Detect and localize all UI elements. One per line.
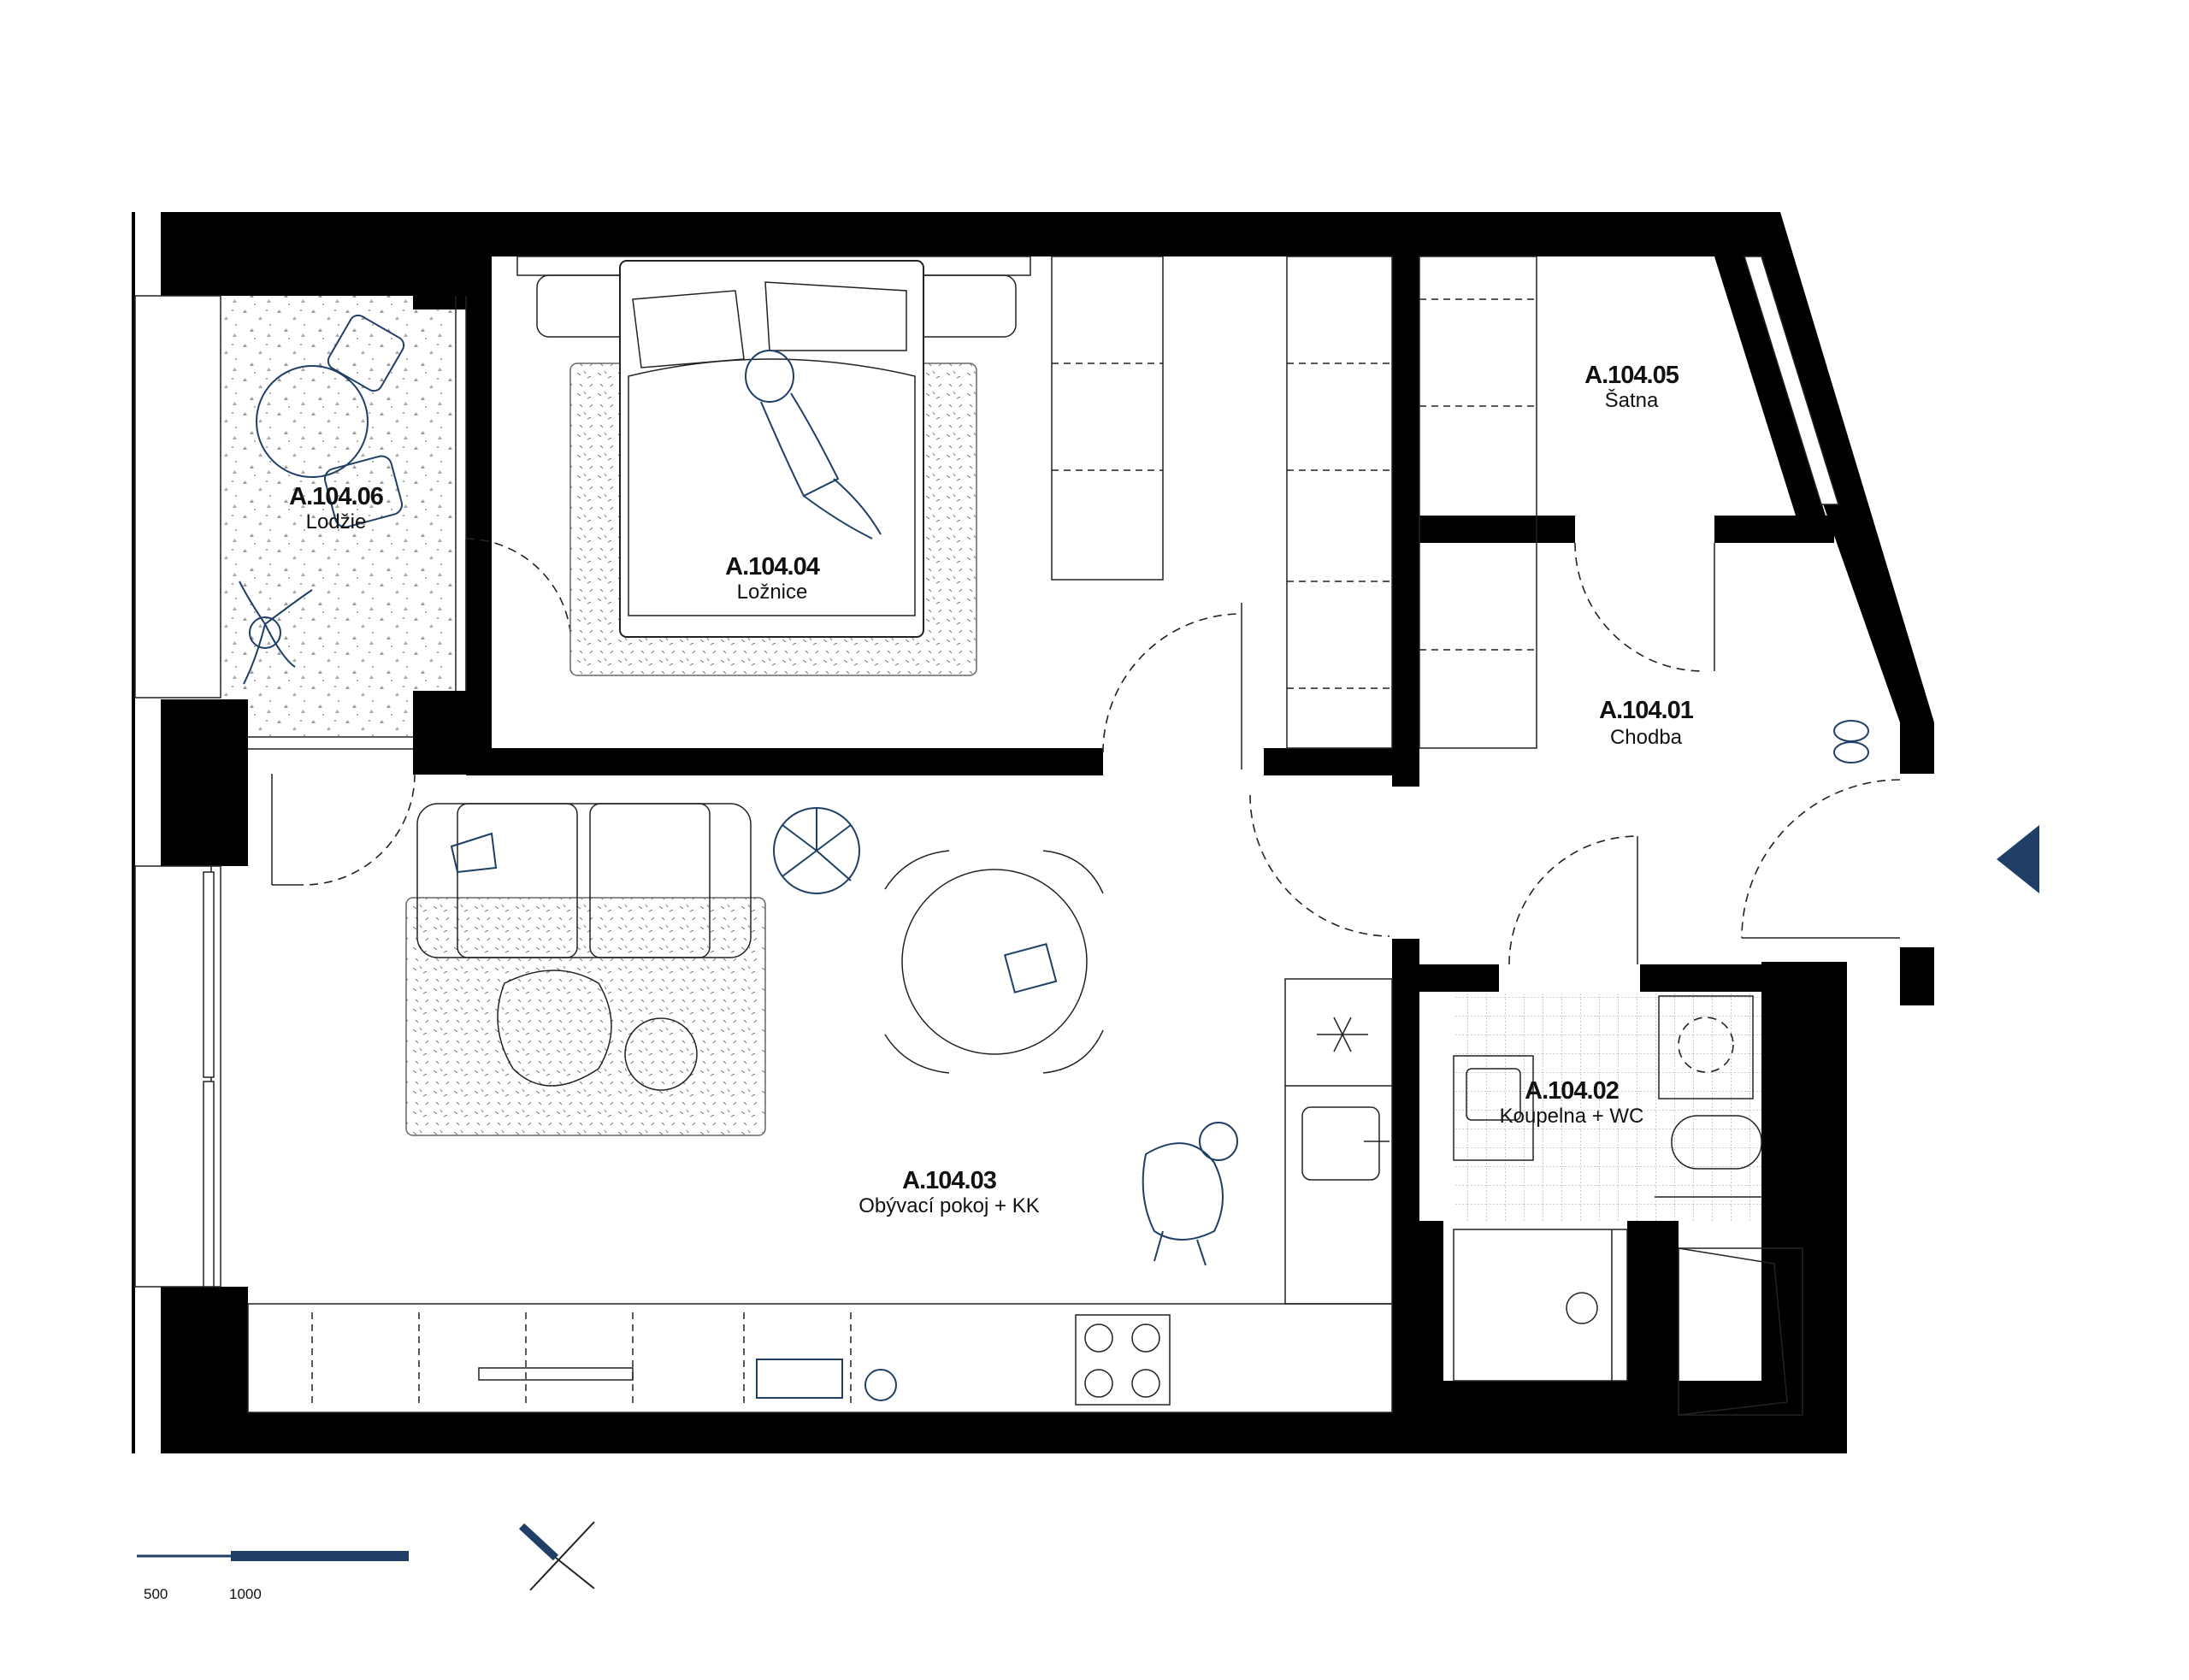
triangle-pointer-icon bbox=[1997, 825, 2039, 893]
person-sleeping-icon bbox=[745, 350, 882, 539]
room-code-wardrobe: A.104.05 bbox=[1584, 362, 1679, 389]
potted-plant-icon bbox=[773, 807, 860, 894]
walls bbox=[132, 212, 1934, 1453]
room-name-bathroom: Koupelna + WC bbox=[1500, 1105, 1644, 1128]
living-rug bbox=[405, 897, 766, 1136]
room-code-hall: A.104.01 bbox=[1599, 697, 1694, 724]
loggia-floor bbox=[221, 295, 456, 737]
scale-label-500: 500 bbox=[144, 1586, 168, 1602]
scale-bar: 500 1000 bbox=[137, 1551, 409, 1602]
room-name-wardrobe: Šatna bbox=[1605, 388, 1659, 412]
room-code-loggia: A.104.06 bbox=[289, 483, 384, 510]
room-name-hall: Chodba bbox=[1610, 726, 1683, 749]
north-arrow-icon bbox=[518, 1521, 595, 1591]
person-standing-icon bbox=[1142, 1122, 1238, 1266]
windows bbox=[134, 256, 1840, 1288]
room-name-bedroom: Ložnice bbox=[737, 581, 808, 604]
room-name-loggia: Lodžie bbox=[306, 510, 367, 533]
scale-label-1000: 1000 bbox=[229, 1586, 262, 1602]
room-code-living: A.104.03 bbox=[902, 1167, 997, 1194]
room-name-living: Obývací pokoj + KK bbox=[858, 1194, 1039, 1217]
plant-icon bbox=[239, 581, 313, 685]
room-code-bathroom: A.104.02 bbox=[1525, 1077, 1619, 1105]
doors bbox=[271, 538, 1901, 965]
bathroom-tiles bbox=[1454, 992, 1764, 1221]
slippers-icon bbox=[1833, 720, 1869, 763]
furniture bbox=[239, 256, 1869, 1416]
room-code-bedroom: A.104.04 bbox=[725, 553, 820, 581]
